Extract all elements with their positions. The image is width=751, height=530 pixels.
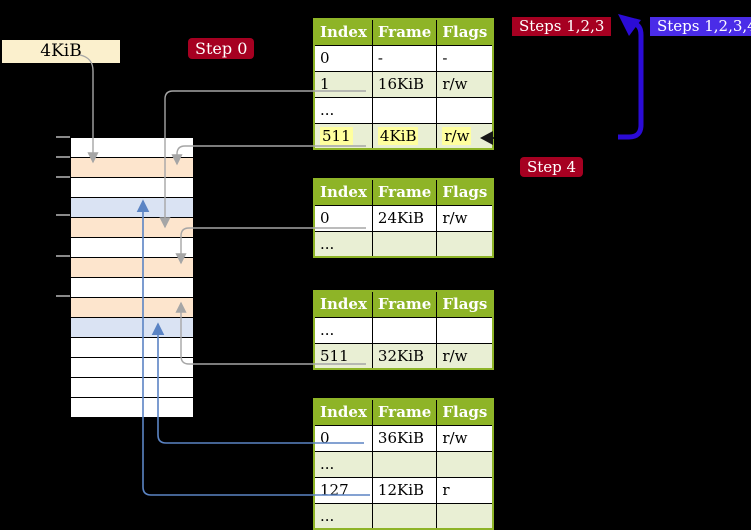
table-cell: [436, 450, 494, 478]
memory-frame-row: [71, 358, 193, 378]
table-cell: r/w: [436, 424, 494, 452]
memory-frame-row: [71, 318, 193, 338]
memory-tick: [56, 156, 70, 158]
step4-badge: Step 4: [520, 157, 584, 177]
memory-frame-row: [71, 178, 193, 198]
table-cell: -: [371, 44, 438, 72]
table-cell: r/w: [436, 70, 494, 98]
table-cell: [371, 450, 438, 478]
memory-frame-row: [71, 258, 193, 278]
memory-tick: [56, 176, 70, 178]
table-cell: 4KiB: [371, 122, 438, 150]
memory-tick: [56, 136, 70, 138]
memory-frame-row: [71, 398, 193, 417]
table-row: 0--: [313, 44, 494, 72]
table-cell: [371, 96, 438, 124]
table-cell: 16KiB: [371, 70, 438, 98]
step0-badge: Step 0: [188, 38, 255, 59]
column-header: Index: [313, 18, 373, 46]
table-cell: 0: [313, 204, 373, 232]
table-cell: ...: [313, 230, 373, 258]
memory-frame-row: [71, 238, 193, 258]
highlighted-value: 4KiB: [377, 126, 419, 145]
table-row: ...: [313, 96, 494, 124]
table-cell: 36KiB: [371, 424, 438, 452]
table-cell: ...: [313, 96, 373, 124]
table-row: ...: [313, 230, 494, 258]
steps-123-badge: Steps 1,2,3: [512, 17, 612, 36]
table-cell: 0: [313, 44, 373, 72]
table-row: ...: [313, 450, 494, 478]
table-cell: [436, 502, 494, 530]
column-header: Index: [313, 178, 373, 206]
table-row: 511 4KiB r/w: [313, 122, 494, 150]
column-header: Index: [313, 398, 373, 426]
memory-frame-row: [71, 378, 193, 398]
memory-frame-row: [71, 138, 193, 158]
table-cell: [371, 230, 438, 258]
table-cell: 1: [313, 70, 373, 98]
table-cell: r/w: [436, 122, 494, 150]
memory-tick: [56, 295, 70, 297]
steps-cycle-arrow: [618, 20, 644, 140]
frame-size-label: 4KiB: [2, 40, 120, 63]
column-header: Frame: [371, 18, 438, 46]
table-cell: 511: [313, 342, 373, 370]
table-cell: 511: [313, 122, 373, 150]
table-cell: [371, 502, 438, 530]
table-cell: [436, 96, 494, 124]
table-cell: 12KiB: [371, 476, 438, 504]
table-cell: 32KiB: [371, 342, 438, 370]
steps-1234-badge: Steps 1,2,3,4: [650, 17, 751, 36]
column-header: Flags: [436, 18, 494, 46]
highlighted-value: r/w: [442, 126, 472, 145]
memory-frame-row: [71, 338, 193, 358]
table-cell: ...: [313, 316, 373, 344]
column-header: Flags: [436, 178, 494, 206]
table-cell: 24KiB: [371, 204, 438, 232]
table-row: ...: [313, 316, 494, 344]
table-cell: 127: [313, 476, 373, 504]
column-header: Frame: [371, 398, 438, 426]
memory-tick: [56, 214, 70, 216]
steps-cycle-arrowhead: [618, 14, 641, 36]
memory-frame-row: [71, 198, 193, 218]
highlighted-value: 511: [320, 126, 353, 145]
memory-frame-row: [71, 298, 193, 318]
table-cell: ...: [313, 502, 373, 530]
table-cell: -: [436, 44, 494, 72]
column-header: Frame: [371, 290, 438, 318]
table-row: ...: [313, 502, 494, 530]
memory-frame-row: [71, 158, 193, 178]
table-cell: [436, 230, 494, 258]
table-cell: r/w: [436, 342, 494, 370]
column-header: Flags: [436, 398, 494, 426]
column-header: Index: [313, 290, 373, 318]
table-cell: [371, 316, 438, 344]
memory-tick: [56, 255, 70, 257]
memory-frame-row: [71, 278, 193, 298]
memory-column: [70, 137, 194, 418]
column-header: Frame: [371, 178, 438, 206]
table-cell: r: [436, 476, 494, 504]
column-header: Flags: [436, 290, 494, 318]
table-cell: [436, 316, 494, 344]
table-cell: ...: [313, 450, 373, 478]
table-cell: r/w: [436, 204, 494, 232]
memory-frame-row: [71, 218, 193, 238]
table-cell: 0: [313, 424, 373, 452]
